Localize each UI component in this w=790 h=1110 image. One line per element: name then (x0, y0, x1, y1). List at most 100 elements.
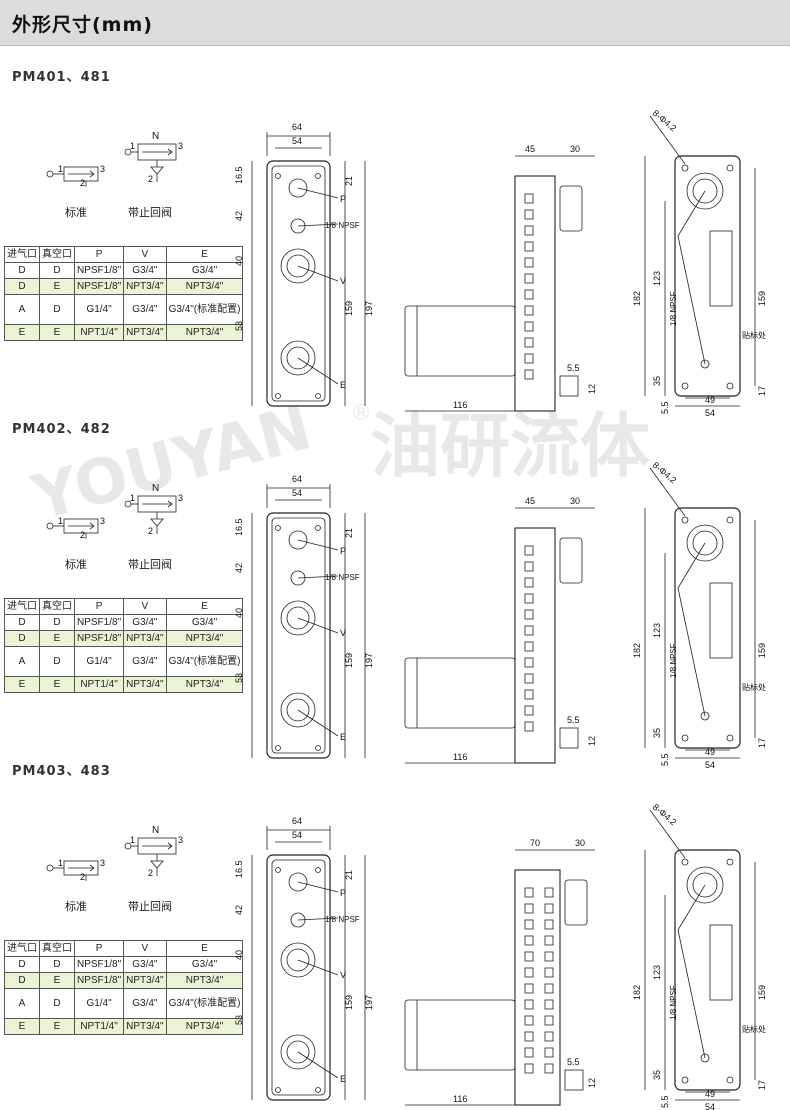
section-title: PM402、482 (12, 422, 111, 437)
table-cell: E (39, 278, 75, 295)
table-cell: D (39, 646, 75, 677)
label-area (709, 230, 733, 307)
svg-text:贴标处: 贴标处 (742, 682, 766, 692)
svg-text:53: 53 (234, 1015, 244, 1025)
svg-text:17: 17 (757, 386, 767, 396)
svg-text:45: 45 (525, 144, 535, 154)
table-cell: NPT3/4" (165, 630, 244, 647)
table-cell: D (39, 988, 75, 1019)
label-area (709, 924, 733, 1001)
table-cell: NPSF1/8" (73, 614, 125, 631)
svg-text:49: 49 (705, 747, 715, 757)
port-p-icon (288, 530, 308, 550)
svg-text:54: 54 (705, 1102, 715, 1110)
svg-text:182: 182 (632, 985, 642, 1000)
svg-text:182: 182 (632, 291, 642, 306)
check-valve-label: 带止回阀 (128, 900, 172, 913)
svg-text:54: 54 (292, 830, 302, 840)
svg-text:5.5: 5.5 (660, 401, 670, 414)
label-area (709, 582, 733, 659)
table-cell: G3/4" (123, 646, 167, 677)
svg-text:8-Φ4.2: 8-Φ4.2 (651, 108, 679, 133)
table-cell: G3/4"(标准配置) (165, 294, 244, 325)
svg-text:1/8 NPSF: 1/8 NPSF (325, 573, 360, 582)
table-cell: NPT3/4" (165, 1018, 244, 1035)
table-cell: NPT3/4" (123, 1018, 167, 1035)
svg-text:E: E (340, 732, 346, 742)
table-cell: G3/4" (123, 956, 167, 973)
side-view-drawing: 45 30 116 5.5 12 (404, 144, 597, 412)
svg-text:16.5: 16.5 (234, 166, 244, 184)
manifold-body (266, 160, 331, 407)
svg-text:5.5: 5.5 (660, 753, 670, 766)
svg-text:N: N (152, 825, 159, 836)
svg-text:12: 12 (587, 1078, 597, 1088)
svg-text:64: 64 (292, 122, 302, 132)
svg-text:5.5: 5.5 (660, 1095, 670, 1108)
section-title: PM403、483 (12, 764, 111, 779)
table-cell: G3/4"(标准配置) (165, 646, 244, 677)
table-cell: NPT3/4" (123, 972, 167, 989)
svg-text:P: P (340, 888, 346, 898)
front-view-drawing: 64 54 16.5 42 40 53 21 159 197 P 1/8 NPS… (234, 122, 374, 407)
svg-text:1/8 NPSF: 1/8 NPSF (669, 643, 678, 678)
table-cell: NPT3/4" (123, 324, 167, 341)
page-title: 外形尺寸(mm) (12, 14, 153, 36)
table-cell: E (39, 324, 75, 341)
svg-text:2: 2 (148, 526, 153, 536)
table-cell: D (4, 972, 40, 989)
page-header: 外形尺寸(mm) (0, 0, 790, 46)
table-header: V (123, 940, 167, 957)
svg-text:54: 54 (705, 760, 715, 770)
table-cell: E (39, 630, 75, 647)
svg-text:159: 159 (344, 995, 354, 1010)
table-cell: A (4, 294, 40, 325)
svg-text:40: 40 (234, 256, 244, 266)
svg-text:16.5: 16.5 (234, 518, 244, 536)
svg-text:159: 159 (344, 653, 354, 668)
table-cell: G3/4" (123, 614, 167, 631)
svg-text:49: 49 (705, 395, 715, 405)
manifold-rear-body (674, 849, 741, 1091)
check-valve-label: 带止回阀 (128, 206, 172, 219)
standard-label: 标准 (65, 558, 87, 571)
gauge-icon (686, 524, 724, 562)
table-cell: E (4, 324, 40, 341)
table-cell: D (4, 262, 40, 279)
svg-text:64: 64 (292, 816, 302, 826)
table-cell: G1/4" (73, 646, 125, 677)
port-e-icon (280, 340, 316, 376)
svg-text:53: 53 (234, 321, 244, 331)
gauge-icon (686, 172, 724, 210)
svg-text:116: 116 (453, 400, 467, 410)
table-cell: D (4, 956, 40, 973)
svg-text:1: 1 (130, 141, 135, 151)
svg-text:64: 64 (292, 474, 302, 484)
table-cell: D (39, 262, 75, 279)
pneumatic-symbols: 1 3 2 N 1 3 2 (46, 131, 183, 188)
section-title: PM401、481 (12, 70, 111, 85)
svg-text:1/8 NPSF: 1/8 NPSF (325, 915, 360, 924)
svg-text:1: 1 (58, 516, 63, 526)
table-cell: E (39, 676, 75, 693)
svg-text:54: 54 (292, 136, 302, 146)
svg-text:54: 54 (292, 488, 302, 498)
table-cell: E (4, 676, 40, 693)
svg-text:3: 3 (100, 858, 105, 868)
table-cell: G3/4" (123, 988, 167, 1019)
svg-text:40: 40 (234, 608, 244, 618)
svg-text:116: 116 (453, 1094, 467, 1104)
svg-text:P: P (340, 546, 346, 556)
port-v-icon (280, 600, 316, 636)
svg-text:P: P (340, 194, 346, 204)
svg-text:30: 30 (570, 144, 580, 154)
svg-text:12: 12 (587, 736, 597, 746)
